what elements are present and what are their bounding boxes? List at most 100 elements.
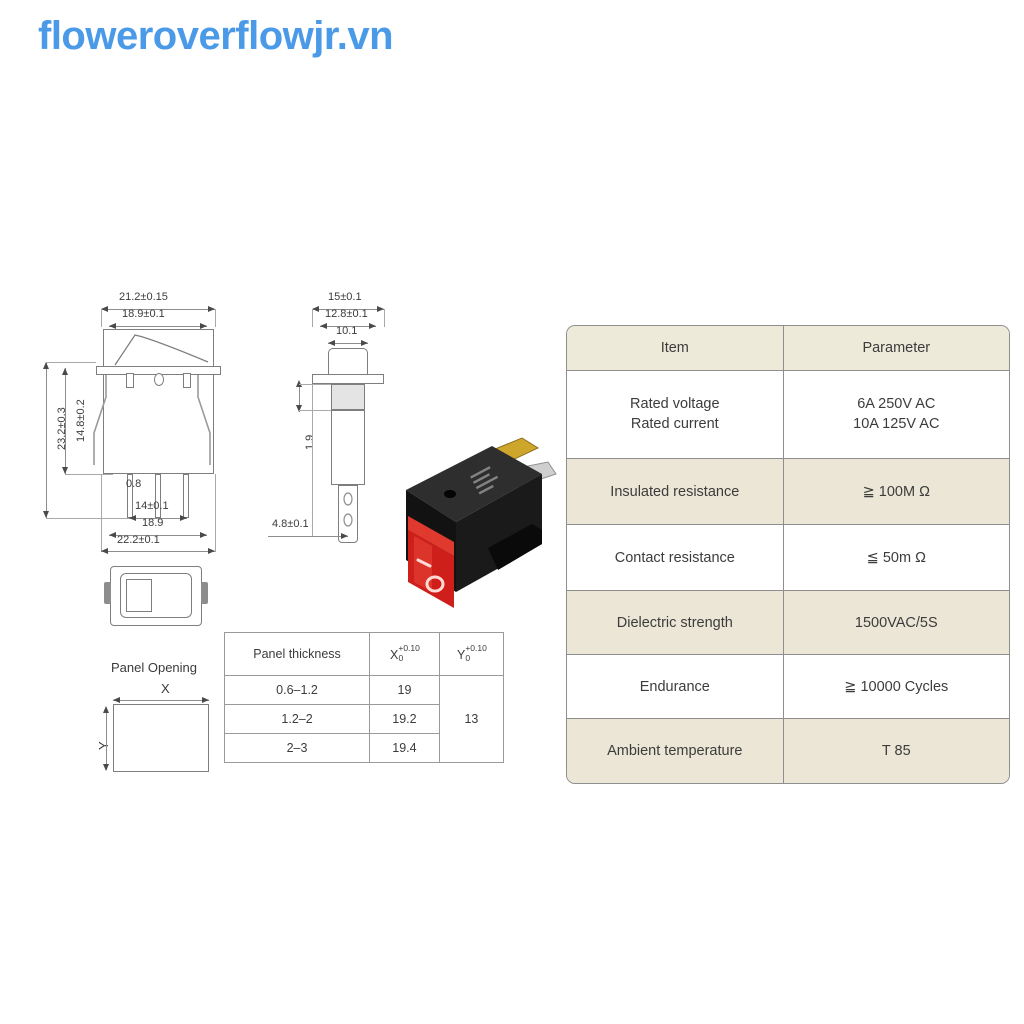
dim-line <box>113 700 209 701</box>
dim-line <box>109 326 207 327</box>
arrow-icon <box>328 340 335 346</box>
panel-clip-right <box>201 582 208 604</box>
dim-line <box>101 309 215 310</box>
ext-line <box>101 474 102 552</box>
arrow-icon <box>62 467 68 474</box>
spec-item-insulated-resistance: Insulated resistance <box>567 459 784 525</box>
dim-line <box>320 326 376 327</box>
arrow-icon <box>208 306 215 312</box>
x-symbol: X <box>390 648 399 663</box>
spec-item-line: Rated current <box>630 415 719 432</box>
spec-item-rated: Rated voltage Rated current <box>567 371 784 459</box>
panel-y-value: 13 <box>438 675 505 763</box>
spec-item-dielectric-strength: Dielectric strength <box>567 591 784 655</box>
spec-param-insulated-resistance: ≧ 100M Ω <box>783 459 1009 525</box>
spec-item-ambient-temperature: Ambient temperature <box>567 719 784 783</box>
front-terminal-slot <box>126 373 134 388</box>
ext-line <box>101 309 102 327</box>
front-center-hole <box>154 373 164 386</box>
panel-x-value: 19.4 <box>369 733 440 763</box>
side-rocker-cap <box>328 348 368 376</box>
arrow-icon <box>101 306 108 312</box>
ext-line <box>299 410 331 411</box>
ext-line <box>65 474 113 475</box>
side-body-lower <box>331 410 365 485</box>
arrow-icon <box>208 548 215 554</box>
front-dim-14: 14±0.1 <box>135 500 169 512</box>
dim-line <box>328 343 368 344</box>
panel-opening-title: Panel Opening <box>111 660 198 675</box>
terminal-holes-icon <box>343 492 353 527</box>
panel-thickness-header: Panel thickness <box>223 632 371 676</box>
dim-line <box>101 551 215 552</box>
y-tol-lower: 0 <box>465 652 471 663</box>
arrow-icon <box>109 323 116 329</box>
dim-line <box>65 368 66 474</box>
dim-line <box>129 518 187 519</box>
ext-line <box>312 384 313 536</box>
front-rocker-face <box>103 329 214 367</box>
front-terminal-slot <box>183 373 191 388</box>
panel-thickness-value: 1.2–2 <box>223 704 371 734</box>
ext-line <box>299 384 331 385</box>
front-pin <box>183 474 189 518</box>
front-snap-clips <box>93 375 211 465</box>
x-tol-upper: +0.10 <box>398 642 420 653</box>
specification-table: Item Parameter Rated voltage Rated curre… <box>566 325 1010 784</box>
front-dim-23-2: 23.2±0.3 <box>56 407 68 450</box>
front-dim-18-9-top: 18.9±0.1 <box>122 308 165 320</box>
y-symbol: Y <box>456 648 466 663</box>
dim-line <box>299 384 300 412</box>
arrow-icon <box>43 511 49 518</box>
spec-param-line: 10A 125V AC <box>853 415 940 432</box>
spec-param-endurance: ≧ 10000 Cycles <box>783 655 1009 719</box>
spec-item-contact-resistance: Contact resistance <box>567 525 784 591</box>
table-row: Contact resistance ≦ 50m Ω <box>567 525 1009 591</box>
side-dim-10-1: 10.1 <box>336 325 358 337</box>
spec-item-endurance: Endurance <box>567 655 784 719</box>
table-row: Ambient temperature T 85 <box>567 719 1009 783</box>
side-flange <box>312 374 384 384</box>
dim-line <box>46 362 47 518</box>
panel-x-value: 19 <box>369 675 440 705</box>
spec-item-line: Rated voltage <box>630 395 720 412</box>
arrow-icon <box>296 380 302 387</box>
y-tol-upper: +0.10 <box>465 642 487 653</box>
arrow-icon <box>101 548 108 554</box>
dim-line <box>268 536 348 537</box>
rocker-profile-curve <box>114 334 209 366</box>
dim-line <box>312 309 384 310</box>
spec-param-line: 6A 250V AC <box>857 395 936 412</box>
spec-param-rated: 6A 250V AC 10A 125V AC <box>783 371 1009 459</box>
ext-line <box>46 362 96 363</box>
front-dim-14-8: 14.8±0.2 <box>75 399 87 442</box>
table-row: Endurance ≧ 10000 Cycles <box>567 655 1009 719</box>
ext-line <box>384 309 385 327</box>
front-dim-22-2: 22.2±0.1 <box>117 534 160 546</box>
rocker-switch-illustration <box>406 437 557 608</box>
spec-header-row: Item Parameter <box>567 326 1009 371</box>
panel-thickness-value: 2–3 <box>223 733 371 763</box>
arrow-icon <box>320 323 327 329</box>
ext-line <box>46 518 130 519</box>
arrow-icon <box>180 515 187 521</box>
spec-header-parameter: Parameter <box>783 326 1009 371</box>
arrow-icon <box>113 697 120 703</box>
site-watermark: floweroverflowjr.vn <box>38 14 394 58</box>
side-dim-15: 15±0.1 <box>328 291 362 303</box>
front-dim-18-9-bottom: 18.9 <box>142 517 164 529</box>
arrow-icon <box>312 306 319 312</box>
panel-x-value: 19.2 <box>369 704 440 734</box>
arrow-icon <box>377 306 384 312</box>
arrow-icon <box>361 340 368 346</box>
side-dim-12-8: 12.8±0.1 <box>325 308 368 320</box>
side-dim-4-8: 4.8±0.1 <box>272 518 309 530</box>
panel-clip-left <box>104 582 111 604</box>
ext-line <box>215 474 216 552</box>
panel-opening-x-label: X <box>161 681 170 696</box>
